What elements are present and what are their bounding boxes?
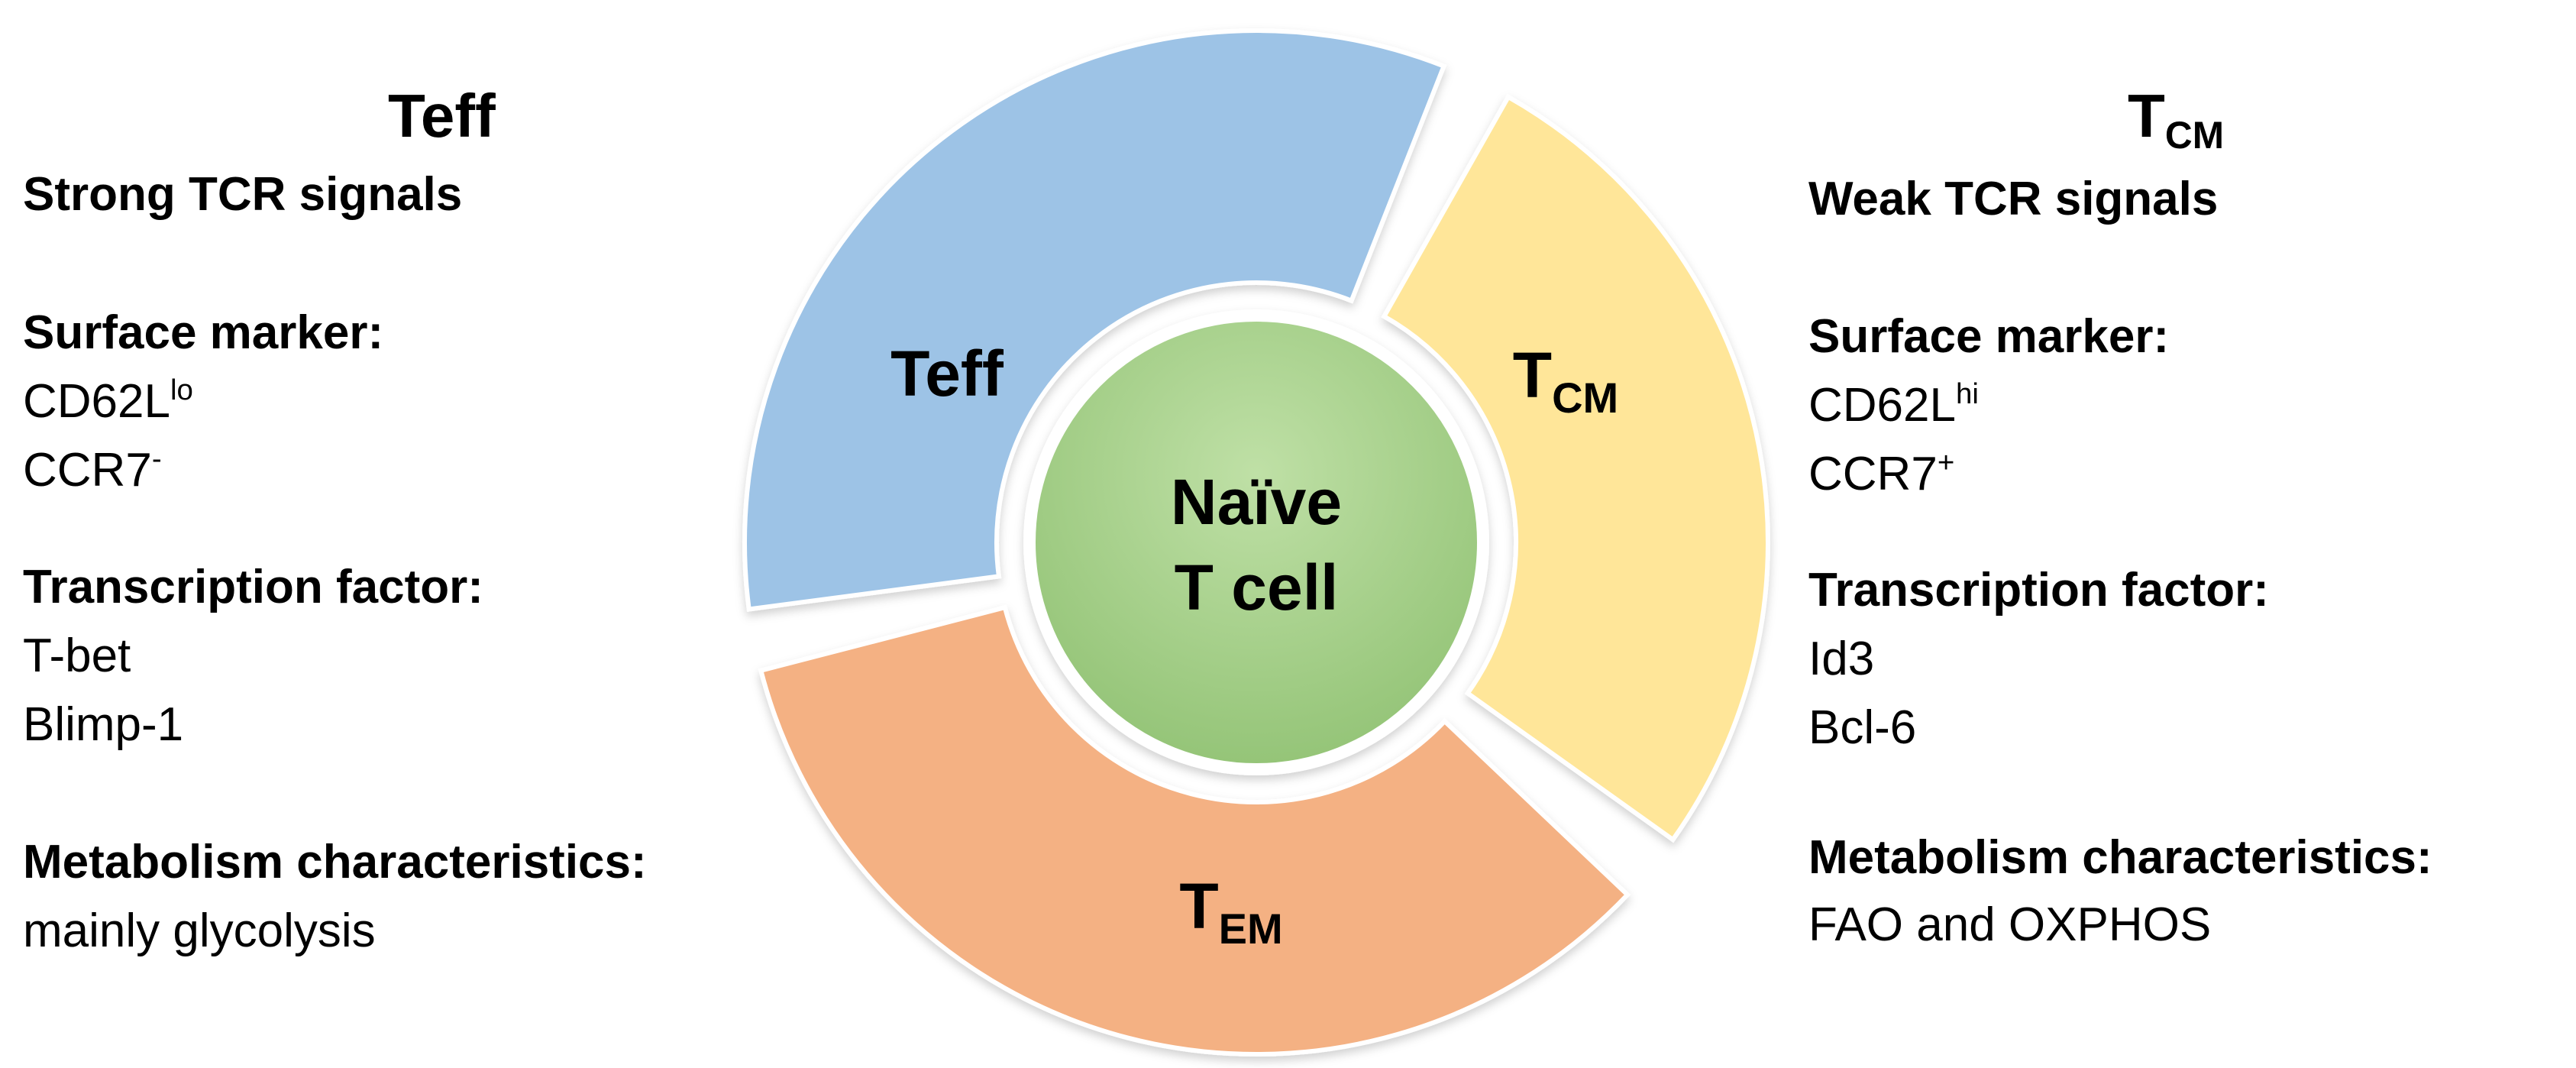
tcm-tf-label: Transcription factor:: [1808, 564, 2269, 617]
teff-metab-label: Metabolism characteristics:: [23, 836, 647, 888]
tcm-tf-1: Id3: [1808, 633, 1875, 685]
tcm-title: TCM: [2128, 82, 2225, 157]
naive-label-line2: T cell: [1175, 552, 1339, 623]
tcm-metab-label: Metabolism characteristics:: [1808, 831, 2432, 884]
teff-title: Teff: [388, 82, 496, 150]
tcm-signal: Weak TCR signals: [1808, 173, 2219, 225]
tcm-tf-2: Bcl-6: [1808, 701, 1917, 754]
teff-surface-label: Surface marker:: [23, 306, 384, 359]
tcm-surface-2: CCR7+: [1808, 445, 1955, 500]
teff-segment-label: Teff: [890, 338, 1004, 409]
naive-t-cell-circle: [1023, 309, 1489, 775]
teff-signal: Strong TCR signals: [23, 168, 463, 221]
teff-surface-1: CD62Llo: [23, 373, 193, 428]
tcm-info-panel: TCM Weak TCR signals Surface marker: CD6…: [1808, 0, 2572, 1068]
teff-tf-1: T-bet: [23, 629, 131, 682]
naive-label-line1: Naïve: [1171, 466, 1342, 538]
tem-segment-label: TEM: [1179, 870, 1282, 953]
tcm-surface-1: CD62Lhi: [1808, 377, 1979, 432]
tem-segment: [758, 604, 1631, 1057]
teff-tf-label: Transcription factor:: [23, 561, 483, 613]
teff-tf-2: Blimp-1: [23, 698, 184, 751]
tcm-segment: [1381, 93, 1770, 843]
teff-info-panel: Teff Strong TCR signals Surface marker: …: [23, 0, 787, 1068]
tcm-segment-label: TCM: [1513, 339, 1618, 422]
teff-surface-2: CCR7-: [23, 442, 162, 497]
teff-metab-value: mainly glycolysis: [23, 905, 376, 957]
tcm-metab-value: FAO and OXPHOS: [1808, 898, 2212, 951]
tcm-surface-label: Surface marker:: [1808, 310, 2170, 363]
teff-segment: [742, 28, 1447, 612]
